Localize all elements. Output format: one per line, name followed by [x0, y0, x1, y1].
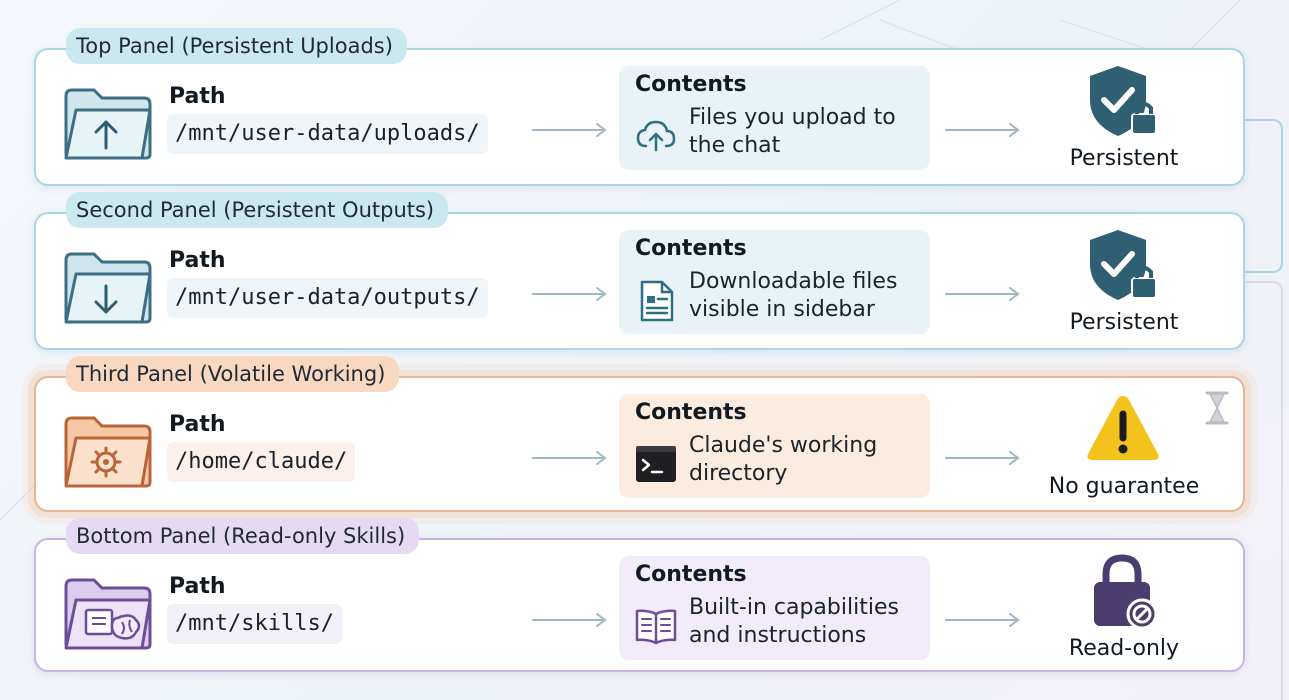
status-label: Persistent: [1069, 310, 1179, 335]
contents-line-2: visible in sidebar: [689, 297, 875, 322]
panel-read-only-skills: Bottom Panel (Read-only Skills) Path /mn…: [34, 518, 1245, 672]
lock-blocked-icon: [1094, 554, 1158, 630]
folder-gear-icon: [64, 416, 152, 488]
shield-check-lock-icon: [1090, 230, 1157, 300]
document-icon: [640, 280, 674, 322]
hourglass-icon: [1205, 391, 1229, 425]
contents-box: Contents Built-in capabilities and instr…: [619, 556, 930, 660]
folder-upload-icon: [64, 88, 152, 160]
arrow-right-icon: [532, 613, 607, 627]
contents-description: Files you upload to the chat: [689, 104, 925, 160]
folder-book-brain-icon: [64, 578, 152, 650]
arrow-right-icon: [532, 451, 607, 465]
contents-title: Contents: [635, 236, 747, 261]
arrow-right-icon: [532, 287, 607, 301]
panel-persistent-uploads: Top Panel (Persistent Uploads) Path /mnt…: [34, 28, 1245, 186]
status-label: Persistent: [1069, 146, 1179, 171]
contents-description: Downloadable files visible in sidebar: [689, 268, 925, 324]
panel-tag: Third Panel (Volatile Working): [66, 356, 400, 392]
path-value: /mnt/user-data/uploads/: [167, 114, 488, 154]
arrow-right-icon: [945, 613, 1020, 627]
warning-triangle-icon: [1087, 396, 1159, 460]
arrow-right-icon: [945, 451, 1020, 465]
contents-line-1: Files you upload to: [689, 105, 896, 130]
arrow-right-icon: [945, 123, 1020, 137]
contents-box: Contents Downloadable files visible in s…: [619, 230, 930, 334]
contents-title: Contents: [635, 72, 747, 97]
status-label: Read-only: [1068, 636, 1180, 661]
path-label: Path: [169, 412, 226, 437]
contents-title: Contents: [635, 562, 747, 587]
cloud-upload-icon: [636, 120, 676, 152]
panel-tag: Second Panel (Persistent Outputs): [66, 192, 449, 228]
path-label: Path: [169, 248, 226, 273]
contents-line-1: Built-in capabilities: [689, 595, 899, 620]
path-value: /home/claude/: [167, 442, 356, 482]
contents-description: Claude's working directory: [689, 432, 925, 488]
path-value: /mnt/user-data/outputs/: [167, 278, 488, 318]
terminal-icon: [636, 446, 676, 482]
contents-line-1: Claude's working: [689, 433, 878, 458]
contents-line-2: directory: [689, 461, 788, 486]
path-label: Path: [169, 84, 226, 109]
path-label: Path: [169, 574, 226, 599]
path-value: /mnt/skills/: [167, 604, 342, 644]
panel-tag: Bottom Panel (Read-only Skills): [66, 518, 420, 554]
contents-box: Contents Files you upload to the chat: [619, 66, 930, 170]
contents-line-2: and instructions: [689, 623, 867, 648]
panel-volatile-working: Third Panel (Volatile Working) Path /hom…: [34, 356, 1245, 512]
arrow-right-icon: [532, 123, 607, 137]
contents-line-1: Downloadable files: [689, 269, 898, 294]
status-label: No guarantee: [1048, 474, 1200, 499]
contents-box: Contents Claude's working directory: [619, 394, 930, 498]
arrow-right-icon: [945, 287, 1020, 301]
contents-title: Contents: [635, 400, 747, 425]
open-book-icon: [635, 609, 677, 645]
contents-description: Built-in capabilities and instructions: [689, 594, 925, 650]
shield-check-lock-icon: [1090, 66, 1157, 136]
panel-tag: Top Panel (Persistent Uploads): [66, 28, 407, 64]
contents-line-2: the chat: [689, 133, 781, 158]
folder-download-icon: [64, 252, 152, 324]
panel-persistent-outputs: Second Panel (Persistent Outputs) Path /…: [34, 192, 1245, 350]
